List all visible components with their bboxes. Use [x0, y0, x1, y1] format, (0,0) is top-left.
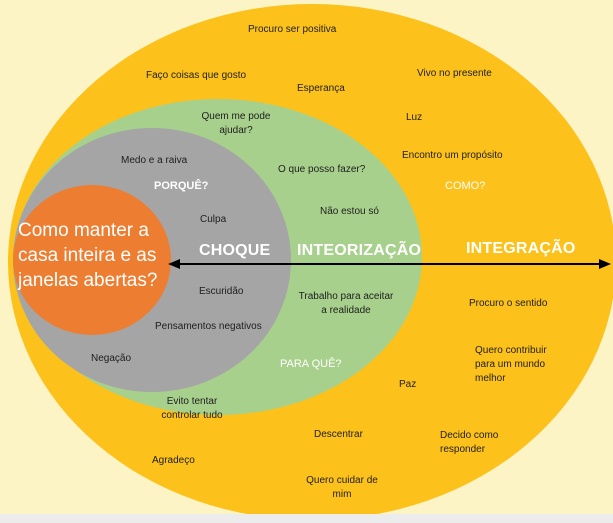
label-faco-coisas: Faço coisas que gosto	[146, 70, 247, 81]
label-luz: Luz	[406, 112, 423, 123]
question-porque: PORQUÊ?	[154, 180, 209, 192]
label-trabalho-line-2: a realidade	[321, 305, 371, 316]
arrow-head-right	[599, 259, 611, 269]
zone-title-inteorizacao: INTEORIZAÇÃO	[297, 242, 422, 259]
label-evito-tentar: Evito tentar controlar tudo	[152, 395, 232, 423]
label-evito-line-2: controlar tudo	[161, 410, 223, 421]
label-agradeco: Agradeço	[152, 455, 195, 466]
label-contribuir-line-3: melhor	[475, 373, 506, 384]
label-cuidar-line-1: Quero cuidar de	[306, 475, 378, 486]
label-decido-como: Decido como responder	[440, 429, 498, 457]
label-esperanca: Esperança	[297, 83, 345, 94]
zone-title-choque: CHOQUE	[199, 242, 271, 259]
center-question: Como manter a casa inteira e as janelas …	[18, 220, 158, 291]
label-quem-line-2: ajudar?	[219, 125, 253, 136]
label-descentrar: Descentrar	[314, 429, 363, 440]
arrow-head-left	[168, 259, 180, 269]
zone-title-integracao: INTEGRAÇÃO	[466, 240, 576, 257]
label-cuidar-line-2: mim	[332, 489, 352, 500]
label-paz: Paz	[399, 379, 417, 390]
label-negacao: Negação	[91, 353, 132, 364]
label-escuridao: Escuridão	[199, 286, 244, 297]
label-encontro-proposito: Encontro um propósito	[402, 150, 503, 161]
label-evito-line-1: Evito tentar	[166, 396, 218, 407]
label-decido-line-2: responder	[440, 444, 486, 455]
label-contribuir-line-1: Quero contribuir	[475, 345, 547, 356]
label-quero-cuidar: Quero cuidar de mim	[294, 474, 390, 502]
label-vivo-no-presente: Vivo no presente	[417, 68, 492, 79]
label-contribuir-line-2: para um mundo	[475, 359, 546, 370]
label-trabalho-line-1: Trabalho para aceitar	[298, 291, 394, 302]
label-nao-estou-so: Não estou só	[320, 206, 379, 217]
bottom-strip	[0, 514, 613, 523]
label-culpa: Culpa	[200, 214, 227, 225]
label-quem-me-pode-ajudar: Quem me pode ajudar?	[193, 110, 279, 138]
question-para-que: PARA QUÊ?	[280, 358, 342, 370]
label-o-que-posso-fazer: O que posso fazer?	[278, 164, 366, 175]
label-procuro-o-sentido: Procuro o sentido	[469, 298, 548, 309]
label-quero-contribuir: Quero contribuir para um mundo melhor	[475, 344, 547, 386]
question-como: COMO?	[445, 180, 486, 192]
label-pensamentos: Pensamentos negativos	[155, 321, 262, 332]
label-decido-line-1: Decido como	[440, 430, 499, 441]
label-medo: Medo e a raiva	[121, 155, 188, 166]
label-quem-line-1: Quem me pode	[201, 111, 271, 122]
label-trabalho-aceitar: Trabalho para aceitar a realidade	[286, 290, 406, 318]
label-procuro-ser-positiva: Procuro ser positiva	[248, 24, 337, 35]
core-circle-question	[13, 185, 171, 335]
